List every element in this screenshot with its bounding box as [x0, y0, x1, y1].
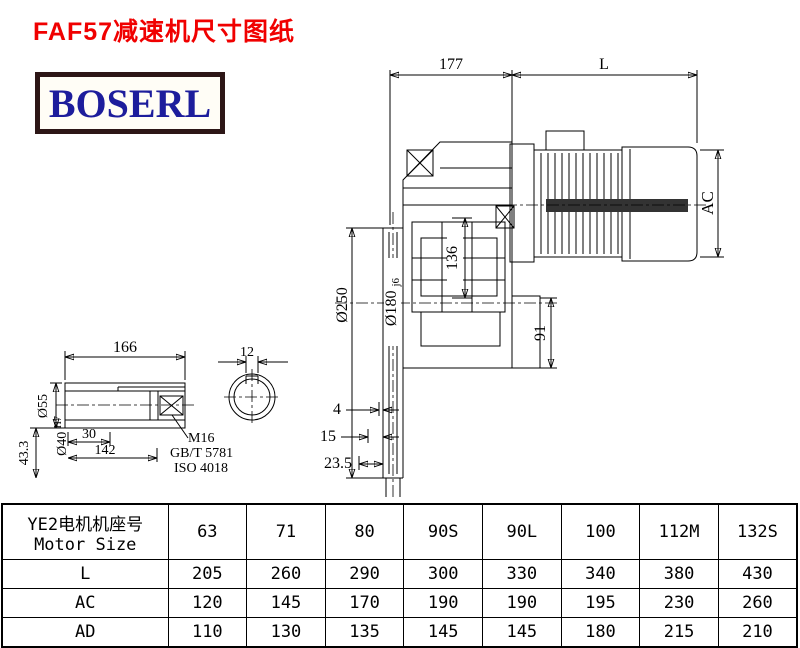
flange-diameter-label: Ø250 [334, 287, 351, 323]
table-cell: 215 [639, 617, 719, 648]
table-cell: 260 [246, 559, 326, 589]
fan-cowl [621, 146, 698, 262]
dim-142: 142 [68, 443, 158, 462]
dim-key-width: 12 [218, 345, 288, 373]
spigot-diameter-label: Ø180 j6 [383, 277, 402, 326]
table-cell: 205 [167, 559, 248, 589]
end-bolt [159, 395, 184, 416]
motor-size-label-en: Motor Size [34, 534, 137, 555]
center-dim-136-label: 136 [444, 246, 461, 270]
dim-spigot-diameter: Ø180 j6 [383, 258, 402, 346]
dimension-table: YE2电机机座号 Motor Size 63 71 80 90S 90L 100… [1, 503, 798, 648]
rotor-shaft-band [546, 199, 688, 212]
table-cell: 190 [482, 588, 562, 618]
dim-177-label: 177 [439, 56, 463, 73]
shaft-od-55-label: Ø55 [36, 394, 51, 418]
row-label-AC: AC [1, 588, 169, 618]
table-cell: 300 [403, 559, 483, 589]
brand-logo-text: BOSERL [48, 80, 212, 126]
motor-size-column: 63 [167, 503, 248, 560]
bearing-block [511, 295, 541, 369]
table-cell: 290 [324, 559, 405, 589]
motor [505, 130, 708, 263]
motor-size-column: 100 [560, 503, 641, 560]
terminal-box [545, 130, 585, 151]
dim-motor-diameter: AC [698, 149, 724, 258]
motor-size-column: 80 [324, 503, 405, 560]
standard-gbt-label: GB/T 5781 [170, 446, 233, 461]
table-cell: 170 [324, 588, 405, 618]
bolt-hole-top [406, 149, 434, 177]
gear-housing [335, 141, 560, 369]
table-cell: 210 [717, 617, 798, 648]
offset-4-label: 4 [333, 401, 341, 418]
dim-142-label: 142 [95, 443, 116, 458]
dim-91-label: 91 [532, 325, 549, 341]
m16-leader [171, 414, 189, 439]
table-row-L: L 205 260 290 300 330 340 380 430 [1, 559, 798, 589]
dims-flange-offsets: 4 15 23.5 [320, 401, 399, 472]
offset-15-label: 15 [320, 428, 336, 445]
key-width-12-label: 12 [240, 345, 254, 360]
table-cell: 145 [403, 617, 483, 648]
table-cell: 145 [246, 588, 326, 618]
motor-diameter-label: AC [698, 191, 717, 215]
thread-callout: M16 GB/T 5781 ISO 4018 [170, 431, 233, 476]
table-cell: 260 [717, 588, 798, 618]
shaft-length-166-label: 166 [113, 339, 137, 356]
shaft-end-view [224, 369, 280, 425]
dim-91: 91 [532, 297, 557, 369]
dim-motor-length: L [512, 56, 698, 143]
motor-size-column: 90L [482, 503, 562, 560]
table-cell: 110 [167, 617, 248, 648]
table-cell: 145 [482, 617, 562, 648]
page-title: FAF57减速机尺寸图纸 [33, 18, 296, 46]
table-header-row: YE2电机机座号 Motor Size 63 71 80 90S 90L 100… [1, 503, 798, 560]
dim-136: 136 [444, 217, 472, 299]
row-label-L: L [1, 559, 169, 589]
motor-size-column: 71 [246, 503, 326, 560]
motor-size-column: 90S [403, 503, 483, 560]
table-cell: 230 [639, 588, 719, 618]
table-cell: 380 [639, 559, 719, 589]
dim-30: 30 [67, 427, 111, 446]
dim-30-label: 30 [82, 427, 96, 442]
bore-40-label: Ø40 H7 [53, 416, 70, 456]
motor-size-header-cell: YE2电机机座号 Motor Size [1, 503, 169, 560]
motor-size-column: 112M [639, 503, 719, 560]
table-cell: 180 [560, 617, 641, 648]
dim-top-width: 177 [389, 56, 513, 225]
table-cell: 430 [717, 559, 798, 589]
table-row-AD: AD 110 130 135 145 145 180 215 210 [1, 617, 798, 648]
motor-size-column: 132S [717, 503, 798, 560]
table-cell: 120 [167, 588, 248, 618]
dim-shaft-length: 166 [64, 339, 186, 380]
table-cell: 135 [324, 617, 405, 648]
output-flange [382, 212, 404, 500]
table-cell: 195 [560, 588, 641, 618]
motor-length-label: L [599, 56, 609, 73]
table-cell: 340 [560, 559, 641, 589]
row-label-AD: AD [1, 617, 169, 648]
dim-key-depth: 43.3 [17, 427, 65, 478]
motor-size-label-cn: YE2电机机座号 [27, 514, 144, 535]
table-row-AC: AC 120 145 170 190 190 195 230 260 [1, 588, 798, 618]
offset-23-5-label: 23.5 [324, 455, 352, 472]
key-depth-43-3-label: 43.3 [17, 441, 32, 466]
dim-flange-diameter: Ø250 [334, 227, 383, 479]
standard-iso-label: ISO 4018 [174, 461, 228, 476]
hollow-shaft-detail [56, 382, 196, 439]
table-cell: 130 [246, 617, 326, 648]
dim-bore-diameter: Ø40 H7 [53, 416, 70, 456]
table-cell: 330 [482, 559, 562, 589]
table-cell: 190 [403, 588, 483, 618]
thread-m16-label: M16 [188, 431, 214, 446]
brand-logo: BOSERL [35, 72, 225, 134]
gearbox-dimension-drawing: 177 L AC [17, 56, 724, 500]
